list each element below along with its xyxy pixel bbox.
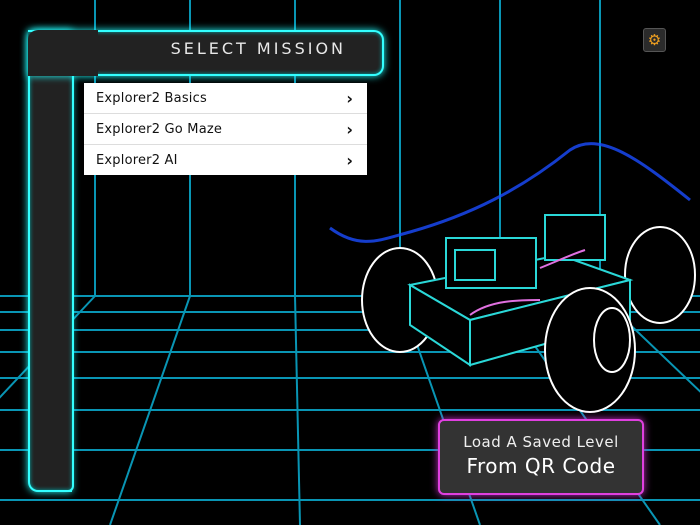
chevron-right-icon: ›	[346, 88, 353, 108]
gear-icon: ⚙	[647, 30, 662, 49]
chevron-right-icon: ›	[346, 150, 353, 170]
mission-panel-corner	[28, 30, 98, 76]
robot-illustration	[361, 214, 696, 413]
mission-list: Explorer2 Basics › Explorer2 Go Maze › E…	[84, 83, 367, 175]
settings-button[interactable]: ⚙	[643, 28, 666, 52]
mission-label: Explorer2 AI	[96, 152, 178, 168]
qr-button-line1: Load A Saved Level	[463, 433, 619, 451]
mission-label: Explorer2 Basics	[96, 90, 207, 106]
mission-panel-side	[28, 30, 74, 492]
mission-item-explorer2-ai[interactable]: Explorer2 AI ›	[84, 145, 367, 175]
qr-button-line2: From QR Code	[466, 454, 616, 478]
load-from-qr-button[interactable]: Load A Saved Level From QR Code	[438, 419, 644, 495]
panel-title: SELECT MISSION	[170, 39, 346, 58]
mission-item-explorer2-go-maze[interactable]: Explorer2 Go Maze ›	[84, 114, 367, 145]
chevron-right-icon: ›	[346, 119, 353, 139]
mission-label: Explorer2 Go Maze	[96, 121, 223, 137]
mission-item-explorer2-basics[interactable]: Explorer2 Basics ›	[84, 83, 367, 114]
